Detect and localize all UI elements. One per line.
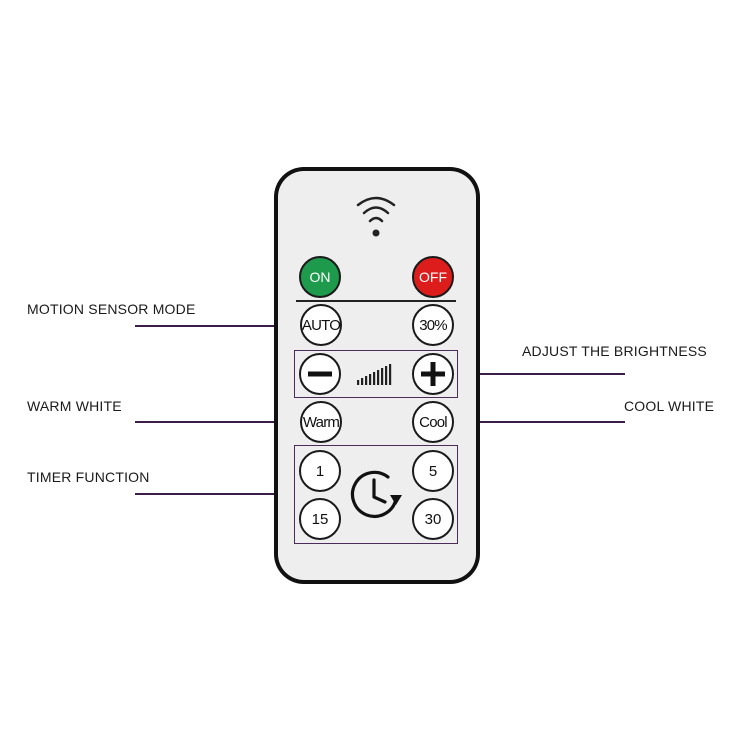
timer-function-label: TIMER FUNCTION	[27, 469, 150, 485]
brightness-bars-icon	[357, 364, 392, 385]
adjust-brightness-label: ADJUST THE BRIGHTNESS	[522, 343, 707, 359]
plus-button[interactable]	[412, 353, 454, 395]
brightness-30-button[interactable]: 30%	[412, 304, 454, 346]
off-button[interactable]: OFF	[412, 256, 454, 298]
plus-icon	[421, 362, 445, 386]
brightness-leader-line	[457, 373, 625, 375]
timer-1-button[interactable]: 1	[299, 450, 341, 492]
warm-white-label: WARM WHITE	[27, 398, 122, 414]
timer-30-button[interactable]: 30	[412, 498, 454, 540]
timer-15-button[interactable]: 15	[299, 498, 341, 540]
wifi-signal-icon	[356, 196, 396, 237]
timer-group-frame	[294, 445, 458, 544]
motion-sensor-leader-line	[135, 325, 301, 327]
auto-button[interactable]: AUTO	[300, 304, 342, 346]
brightness-group-frame	[294, 350, 458, 398]
cool-white-label: COOL WHITE	[624, 398, 715, 414]
clock-timer-icon	[350, 470, 402, 518]
timer-leader-line	[135, 493, 295, 495]
cool-white-leader-line	[455, 421, 625, 423]
warm-white-leader-line	[135, 421, 301, 423]
minus-icon	[308, 371, 332, 377]
minus-button[interactable]	[299, 353, 341, 395]
power-divider	[296, 300, 456, 302]
timer-5-button[interactable]: 5	[412, 450, 454, 492]
motion-sensor-mode-label: MOTION SENSOR MODE	[27, 301, 196, 317]
warm-button[interactable]: Warm	[300, 401, 342, 443]
on-button[interactable]: ON	[299, 256, 341, 298]
cool-button[interactable]: Cool	[412, 401, 454, 443]
